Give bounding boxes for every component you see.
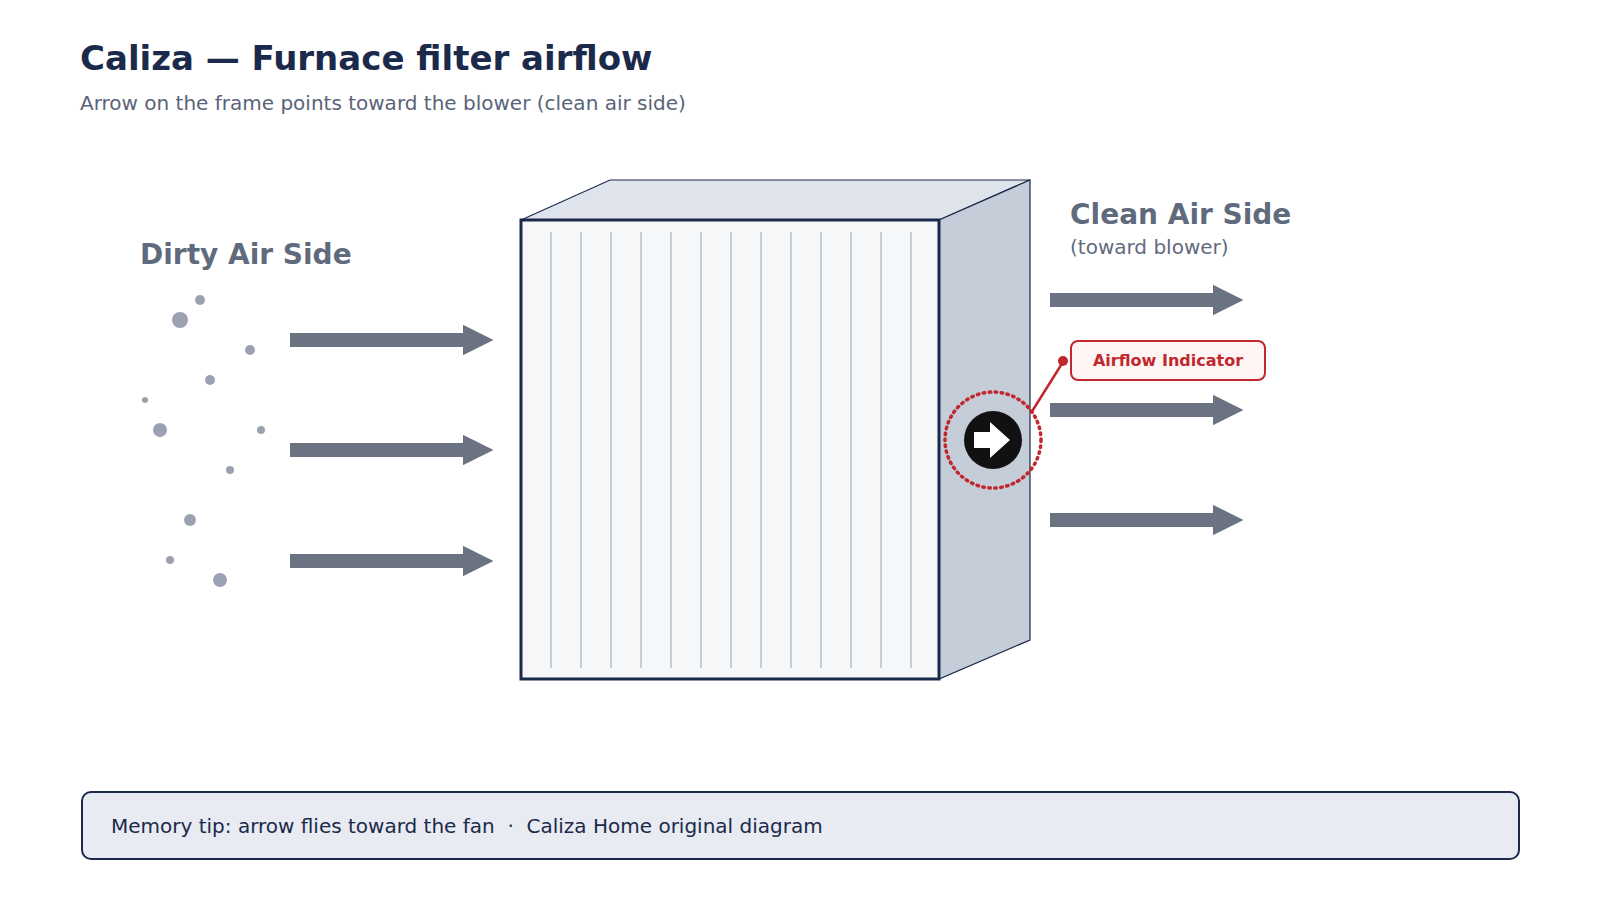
airflow-arrows-out [1050, 300, 1228, 520]
furnace-filter [521, 180, 1030, 679]
callout-box: Airflow Indicator [1070, 340, 1266, 381]
dust-particles [142, 295, 265, 587]
diagram-title: Caliza — Furnace filter airflow [80, 38, 652, 78]
footer-note: Memory tip: arrow flies toward the fan ·… [111, 814, 823, 838]
callout-label: Airflow Indicator [1093, 351, 1243, 370]
leader-line [1031, 356, 1068, 413]
side-label: Clean Air Side [1070, 198, 1291, 231]
airflow-arrows-in [290, 340, 478, 561]
airflow-indicator-symbol [945, 392, 1041, 488]
side-label: Dirty Air Side [140, 238, 352, 271]
diagram-subtitle: Arrow on the frame points toward the blo… [80, 91, 686, 115]
side-sublabel: (toward blower) [1070, 235, 1229, 259]
footer-band: Memory tip: arrow flies toward the fan ·… [81, 791, 1520, 860]
